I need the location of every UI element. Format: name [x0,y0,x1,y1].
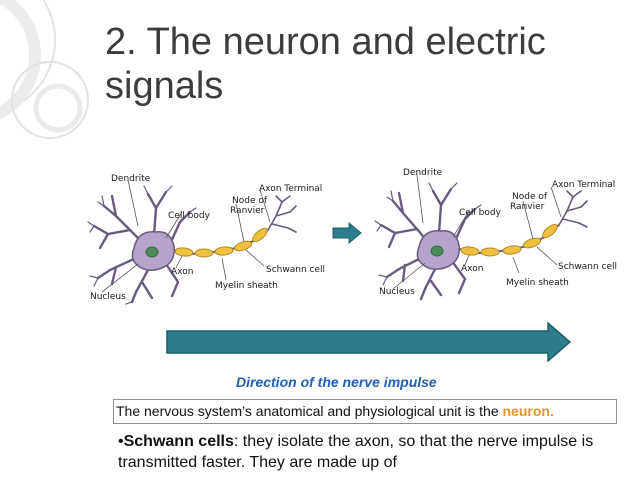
left-label-cell-body: Cell body [168,211,210,221]
left-label-axon-terminal: Axon Terminal [259,184,323,194]
decorative-circles [0,0,89,139]
right-label-axon-terminal: Axon Terminal [552,180,616,190]
left-label-myelin-sheath: Myelin sheath [215,281,278,291]
unit-statement-highlight: neuron. [502,403,554,419]
schwann-cells-bullet: •Schwann cells: they isolate the axon, s… [118,431,618,473]
left-label-axon: Axon [171,267,194,277]
right-label-node-of-ranvier-1: Node of [512,192,548,202]
impulse-direction-caption: Direction of the nerve impulse [236,374,437,390]
right-label-myelin-sheath: Myelin sheath [506,278,569,288]
bullet-marker: • [118,433,124,450]
left-label-node-of-ranvier-1: Node of [232,196,268,206]
unit-statement-text: The nervous system’s anatomical and phys… [116,403,503,419]
left-label-nucleus: Nucleus [90,292,126,302]
left-label-schwann-cell: Schwann cell [266,265,325,275]
small-right-arrow-icon [332,222,362,244]
left-label-node-of-ranvier-2: Ranvier [230,206,265,216]
right-label-node-of-ranvier-2: Ranvier [510,202,545,212]
right-label-nucleus: Nucleus [379,287,415,297]
impulse-direction-arrow-icon [166,322,572,362]
right-label-dendrite: Dendrite [403,168,443,178]
right-label-axon: Axon [461,264,484,274]
bullet-term: Schwann cells [123,433,234,450]
neuron-unit-statement: The nervous system’s anatomical and phys… [113,399,617,424]
left-label-dendrite: Dendrite [111,174,151,184]
slide-title: 2. The neuron and electric signals [105,21,546,107]
right-label-schwann-cell: Schwann cell [558,262,617,272]
right-label-cell-body: Cell body [459,208,501,218]
bullet-description: : they isolate the axon, so that the ner… [118,433,594,471]
